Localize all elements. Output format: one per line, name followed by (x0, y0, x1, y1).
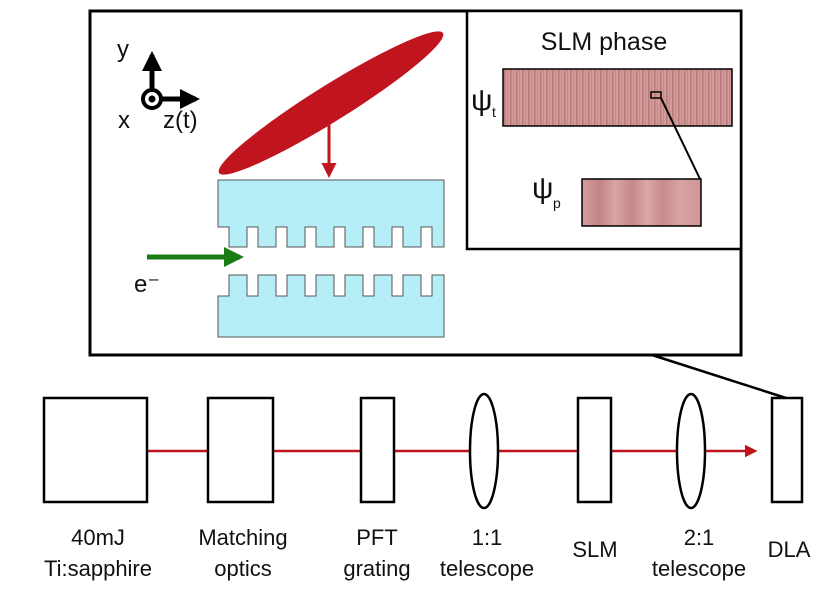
slm-label: SLM (572, 537, 617, 562)
electron-label: e⁻ (134, 271, 160, 298)
pft-grating-label-line2: grating (343, 556, 410, 581)
telescope-1-1-lens (468, 392, 500, 510)
telescope-2-1-label-line1: 2:1 (684, 525, 715, 550)
laser-pulse (218, 31, 444, 175)
telescope-1-1-label-line1: 1:1 (472, 525, 503, 550)
dla-bottom-grating (217, 274, 445, 338)
slm-phase-panel: SLM phase ψ t ψ p (465, 9, 743, 251)
x-axis-dot (148, 95, 156, 103)
matching-optics-label-line2: optics (214, 556, 271, 581)
matching-optics-box (206, 396, 275, 504)
dla-label: DLA (768, 537, 811, 562)
psi-t-subscript: t (492, 104, 496, 120)
pft-grating-box (359, 396, 396, 504)
telescope-1-1-label-line2: telescope (440, 556, 534, 581)
psi-t-symbol: ψ (471, 84, 492, 117)
laser-label-line1: 40mJ (71, 525, 125, 550)
slm-box (576, 396, 613, 504)
dla-structure (217, 179, 445, 338)
laser-box (42, 396, 149, 504)
slm-phase-zoom-mask (581, 178, 702, 227)
dla-top-grating (217, 179, 445, 248)
psi-p-symbol: ψ (532, 172, 553, 205)
x-axis-label: x (118, 107, 130, 134)
z-axis-label: z(t) (163, 107, 198, 134)
slm-zoom-region (650, 91, 662, 99)
telescope-2-1-lens (675, 392, 707, 510)
pft-grating-label-line1: PFT (356, 525, 398, 550)
slm-panel-title: SLM phase (541, 28, 667, 56)
slm-phase-full-mask (502, 68, 733, 127)
telescope-2-1-label-line2: telescope (652, 556, 746, 581)
psi-p-subscript: p (553, 195, 561, 211)
dla-box (770, 396, 804, 504)
matching-optics-label-line1: Matching (198, 525, 287, 550)
slm-zoom-line (660, 97, 701, 180)
inset-connector-line (651, 353, 787, 400)
laser-label-line2: Ti:sapphire (44, 556, 152, 581)
y-axis-label: y (117, 36, 129, 63)
coordinate-axes: y x z(t) (117, 36, 200, 134)
